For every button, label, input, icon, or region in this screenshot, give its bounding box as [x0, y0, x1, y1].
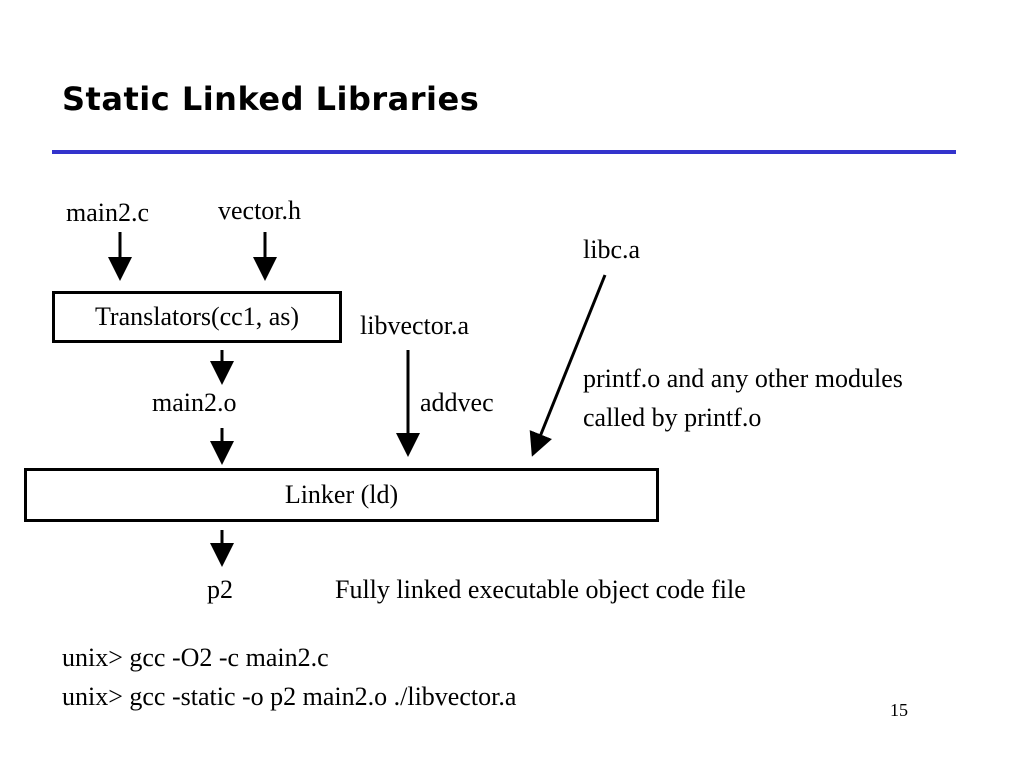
archive-member-addvec-label: addvec: [420, 388, 494, 417]
command-line-2: unix> gcc -static -o p2 main2.o ./libvec…: [62, 682, 517, 711]
output-p2-label: p2: [207, 575, 233, 604]
archive-libvector-label: libvector.a: [360, 311, 470, 340]
slide-title: Static Linked Libraries: [62, 80, 480, 118]
linker-box: Linker (ld): [24, 468, 659, 522]
object-file-label: main2.o: [152, 388, 237, 417]
page-number: 15: [890, 700, 908, 720]
libc-note-line2: called by printf.o: [583, 403, 762, 432]
libc-label: libc.a: [583, 235, 641, 264]
command-line-1: unix> gcc -O2 -c main2.c: [62, 643, 329, 672]
translators-box: Translators(cc1, as): [52, 291, 342, 343]
translators-label: Translators(cc1, as): [94, 302, 300, 331]
arrow-libc-to-linker: [529, 274, 607, 457]
input-vectorh: vector.h: [218, 196, 302, 225]
linker-label: Linker (ld): [284, 480, 399, 509]
libc-note-line1: printf.o and any other modules: [583, 364, 903, 393]
output-description: Fully linked executable object code file: [335, 575, 746, 604]
input-main2c: main2.c: [66, 198, 150, 227]
title-underline: [52, 150, 956, 154]
